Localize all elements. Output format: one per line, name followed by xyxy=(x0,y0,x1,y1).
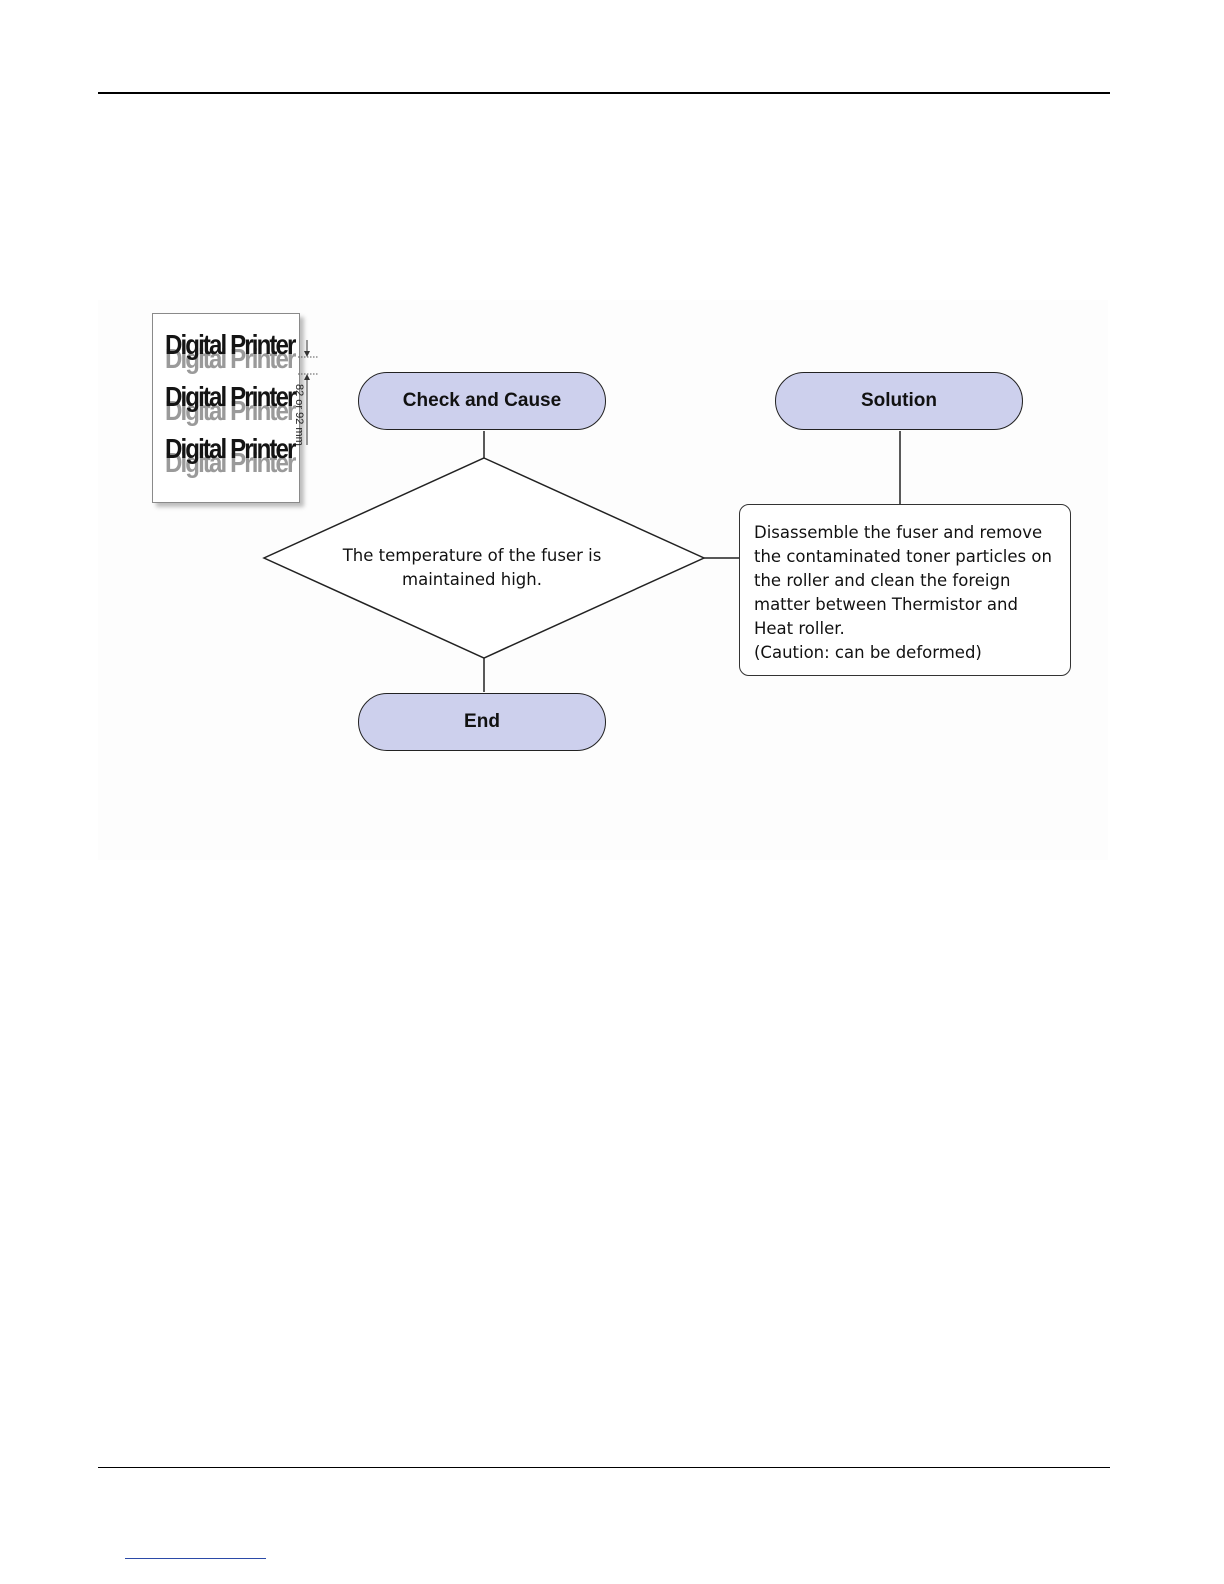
footer-rule xyxy=(98,1467,1110,1468)
ghost-text-line: Digital Printer xyxy=(165,343,296,374)
end-terminal: End xyxy=(358,693,606,751)
decision-line: The temperature of the fuser is xyxy=(342,546,602,565)
header-rule xyxy=(98,92,1110,94)
solution-line: matter between Thermistor and xyxy=(754,595,1018,614)
solution-line: Heat roller. xyxy=(754,619,845,638)
interval-arrow-head xyxy=(304,351,310,357)
decision-text: The temperature of the fuser is maintain… xyxy=(330,544,614,592)
ghost-text-line: Digital Printer xyxy=(165,447,296,478)
printed-text-line: Digital Printer xyxy=(165,381,296,412)
solution-box: Disassemble the fuser and remove the con… xyxy=(739,504,1071,676)
sample-printout: Digital Printer Digital Printer Digital … xyxy=(152,313,300,503)
printed-text-line: Digital Printer xyxy=(165,433,296,464)
solution-line: the contaminated toner particles on xyxy=(754,547,1052,566)
decision-diamond xyxy=(262,457,706,659)
decision-line: maintained high. xyxy=(402,570,542,589)
interval-arrow-head xyxy=(304,374,310,380)
start-terminal: Check and Cause xyxy=(358,372,606,430)
solution-line: (Caution: can be deformed) xyxy=(754,643,982,662)
solution-terminal: Solution xyxy=(775,372,1023,430)
solution-line: Disassemble the fuser and remove xyxy=(754,523,1043,542)
ghost-text-line: Digital Printer xyxy=(165,395,296,426)
printed-text-line: Digital Printer xyxy=(165,329,296,360)
solution-line: the roller and clean the foreign xyxy=(754,571,1011,590)
interval-label: 82 or 92 mm xyxy=(293,384,305,446)
footer-link-underline xyxy=(125,1558,266,1559)
